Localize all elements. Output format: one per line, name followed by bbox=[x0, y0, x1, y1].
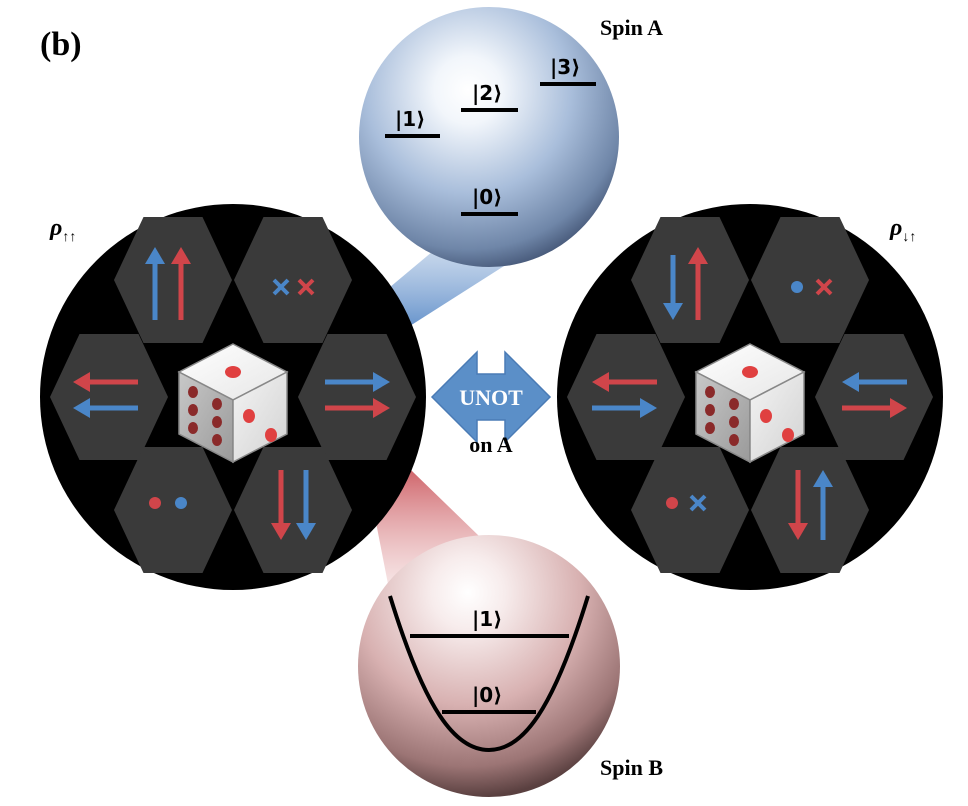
dot-icon bbox=[666, 497, 678, 509]
left-density-matrix-disk bbox=[40, 204, 426, 590]
cross-icon bbox=[689, 494, 707, 512]
right-density-label: ρ↓↑ bbox=[889, 215, 916, 245]
harmonic-potential-well bbox=[388, 595, 590, 753]
panel-label: (b) bbox=[40, 26, 82, 63]
spin-b-sphere bbox=[358, 535, 620, 797]
unot-double-arrow bbox=[430, 350, 552, 444]
ket-label-2: |2⟩ bbox=[472, 81, 502, 105]
dot-icon bbox=[149, 497, 161, 509]
cross-icon bbox=[272, 278, 315, 296]
left-density-label: ρ↑↑ bbox=[49, 215, 76, 245]
right-density-matrix-disk bbox=[557, 204, 943, 590]
spin-b-title: Spin B bbox=[600, 755, 663, 780]
operation-label: UNOT bbox=[459, 385, 523, 410]
spin-a-sphere bbox=[359, 7, 619, 267]
dot-icon bbox=[791, 281, 803, 293]
ket-label-0: |0⟩ bbox=[472, 683, 502, 707]
ket-label-3: |3⟩ bbox=[550, 55, 580, 79]
cross-icon bbox=[815, 278, 833, 296]
ket-label-1: |1⟩ bbox=[395, 107, 425, 131]
dot-icon bbox=[175, 497, 187, 509]
spin-a-title: Spin A bbox=[600, 15, 663, 40]
operation-target-label: on A bbox=[469, 432, 513, 457]
ket-label-1: |1⟩ bbox=[472, 607, 502, 631]
ket-label-0: |0⟩ bbox=[472, 185, 502, 209]
